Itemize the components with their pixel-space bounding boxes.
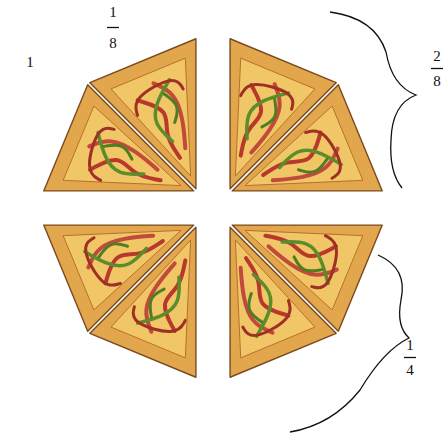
pizza-slice <box>230 227 336 377</box>
fraction-part: 4 <box>406 362 414 378</box>
topping <box>280 150 342 167</box>
topping <box>138 277 180 323</box>
pizza-slice <box>44 225 194 331</box>
topping <box>89 141 157 169</box>
cheese <box>63 230 181 310</box>
pizza-slice <box>232 85 382 191</box>
topping <box>253 275 270 337</box>
topping <box>104 145 132 159</box>
fraction-bar <box>431 68 443 69</box>
topping <box>90 128 115 180</box>
topping <box>99 244 128 257</box>
fraction-bar <box>404 357 416 358</box>
topping <box>150 289 164 317</box>
topping <box>294 257 322 271</box>
topping <box>85 248 147 265</box>
cheese <box>245 106 363 186</box>
topping <box>164 94 177 123</box>
topping <box>251 84 279 152</box>
topping <box>249 293 262 322</box>
topping <box>155 80 172 142</box>
fraction-part: 8 <box>433 73 441 89</box>
pizza-slice <box>90 39 196 189</box>
pizza-slices <box>44 39 383 378</box>
fraction-part: 1 <box>109 4 117 20</box>
topping <box>247 93 289 139</box>
crust <box>90 39 196 189</box>
cheese <box>111 58 191 176</box>
fraction-bar <box>107 27 119 28</box>
topping <box>133 307 185 332</box>
crust <box>44 225 194 331</box>
topping <box>268 246 336 274</box>
topping <box>98 133 144 175</box>
cheese <box>235 240 315 358</box>
crust <box>230 227 336 377</box>
topping <box>312 236 337 288</box>
bracket <box>290 255 409 432</box>
fraction-part: 8 <box>109 35 117 51</box>
number-label: 1 <box>26 54 34 70</box>
topping <box>298 159 327 172</box>
crust <box>232 85 382 191</box>
topping <box>241 85 293 110</box>
fraction-part: 1 <box>406 337 414 353</box>
topping <box>262 99 276 127</box>
topping <box>282 242 328 284</box>
topping <box>146 263 174 331</box>
fraction-part: 2 <box>433 48 441 64</box>
bracket <box>330 12 416 188</box>
